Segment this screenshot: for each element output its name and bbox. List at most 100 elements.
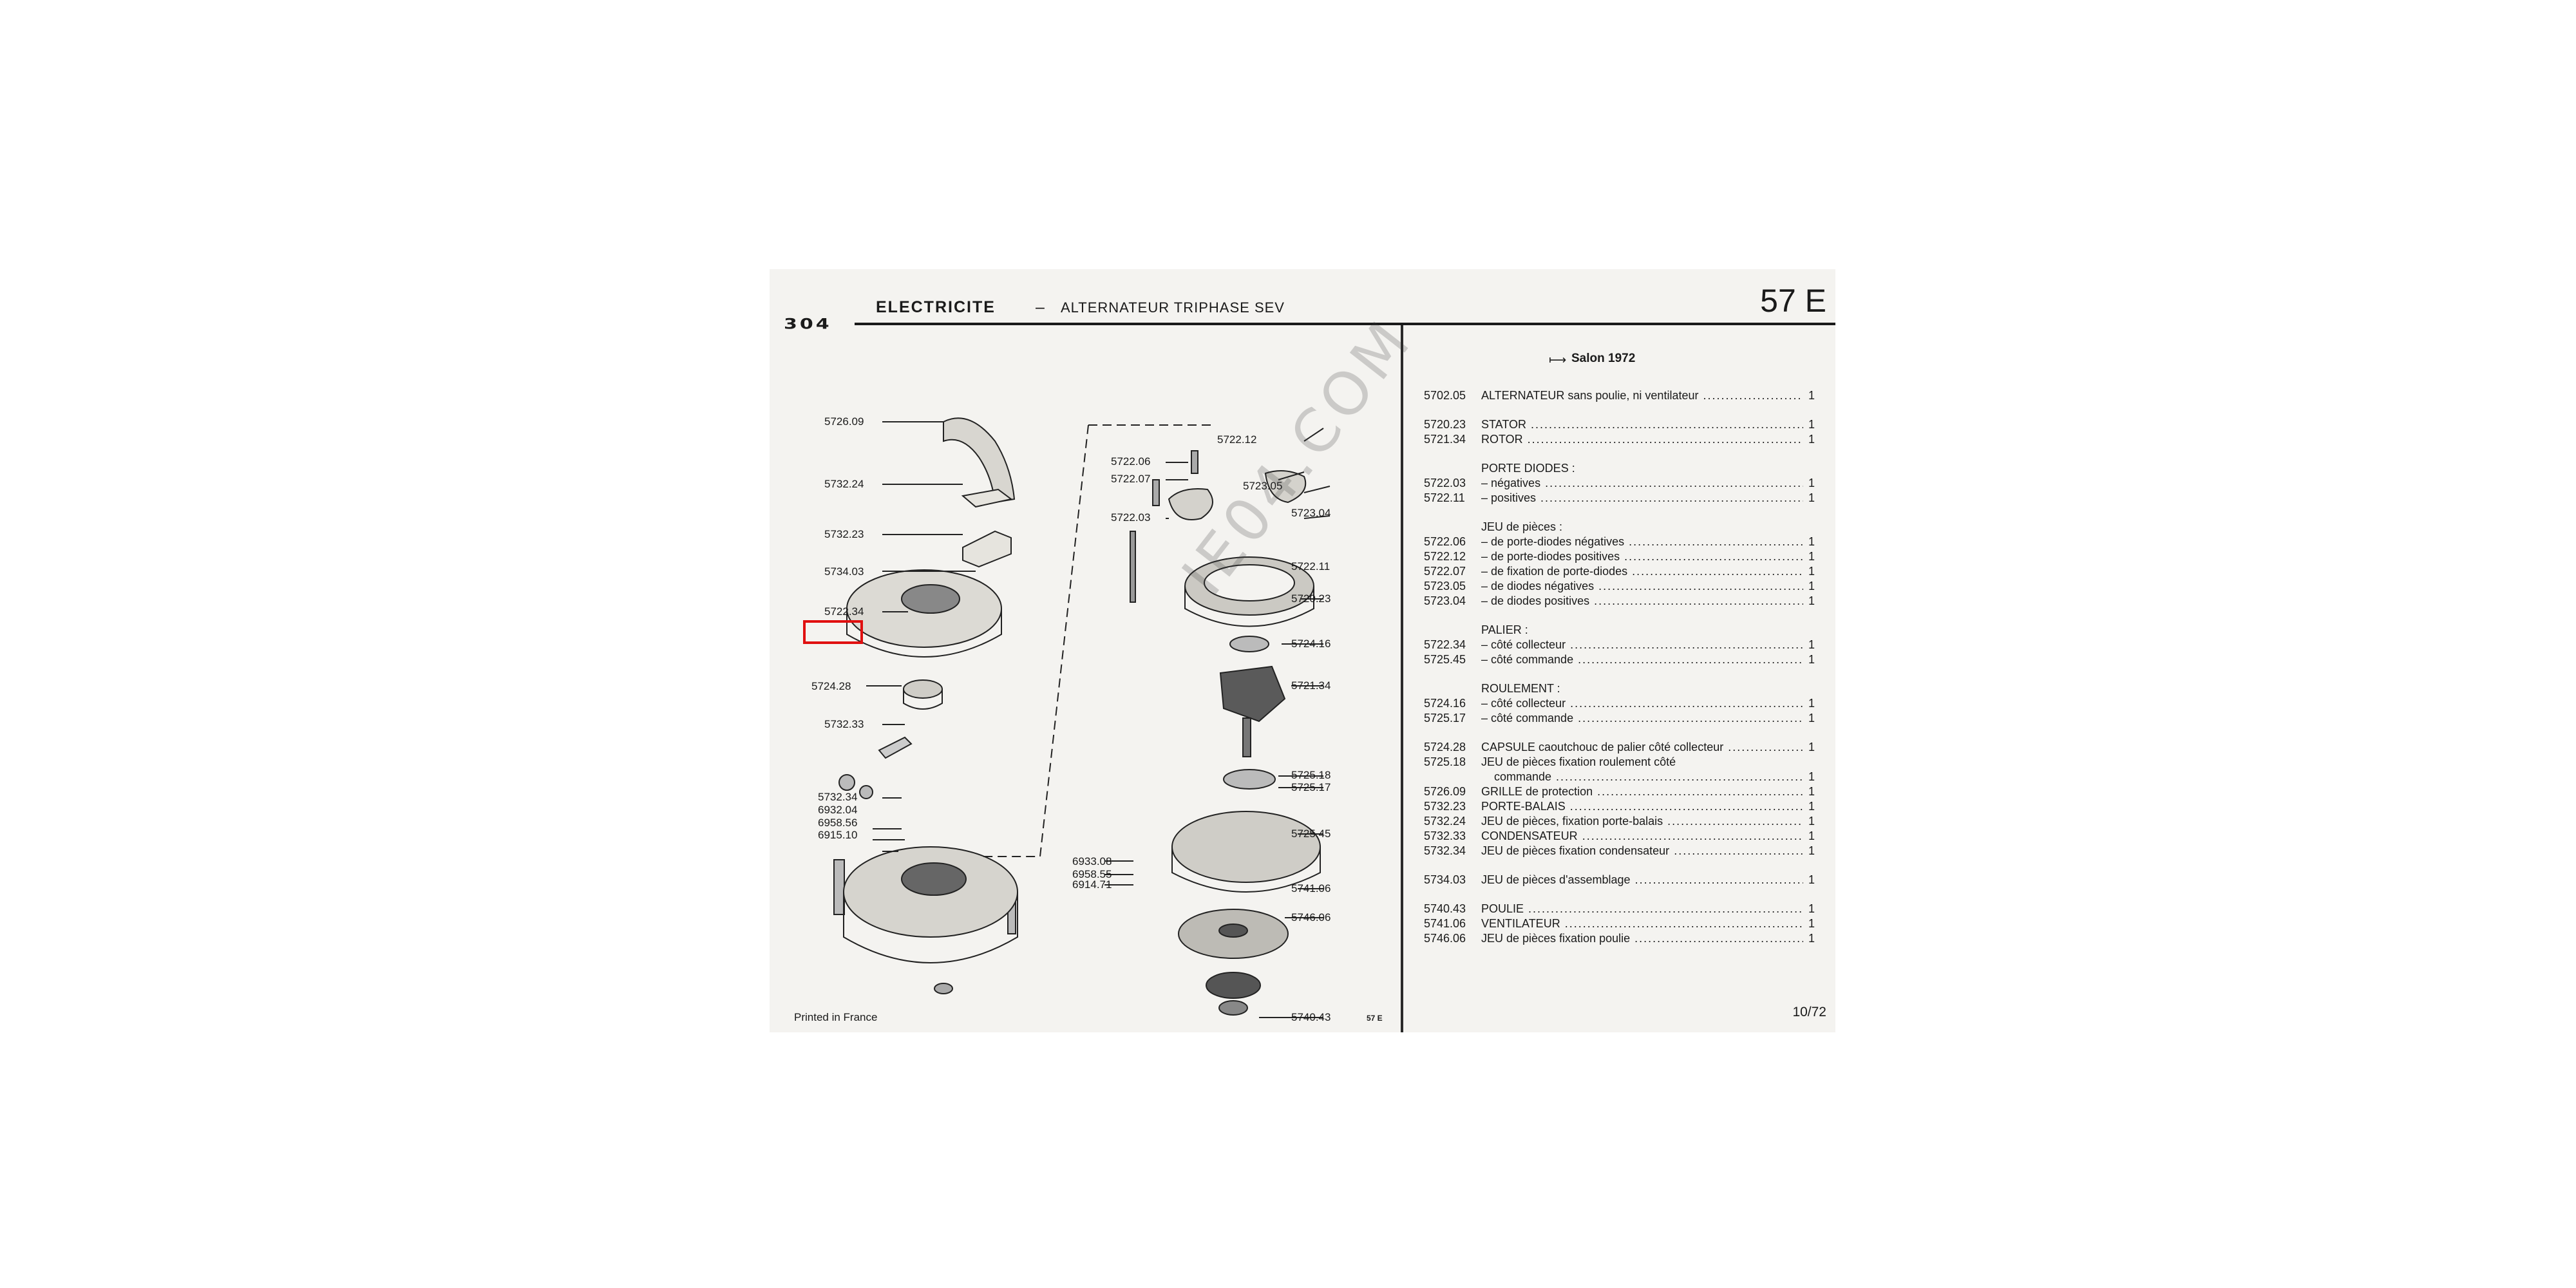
part-ref: 5741.06 — [1424, 917, 1466, 930]
parts-row: 5726.09 GRILLE de protection 1 — [1407, 784, 1829, 799]
part-quantity: 1 — [1808, 697, 1815, 710]
part-quantity: 1 — [1808, 770, 1815, 783]
part-description: JEU de pièces : — [1481, 520, 1563, 533]
part-quantity: 1 — [1808, 535, 1815, 548]
part-quantity: 1 — [1808, 932, 1815, 945]
part-quantity: 1 — [1808, 829, 1815, 842]
callout-5722-03: 5722.03 — [1111, 511, 1150, 524]
callout-5723-04: 5723.04 — [1291, 507, 1331, 519]
part-ref: 5722.34 — [1424, 638, 1466, 651]
part-description: ALTERNATEUR sans poulie, ni ventilateur — [1481, 388, 1803, 403]
page-code: 57 E — [1760, 283, 1826, 319]
part-quantity: 1 — [1808, 873, 1815, 886]
part-description: CAPSULE caoutchouc de palier côté collec… — [1481, 740, 1803, 755]
brand-logo: 304 — [784, 316, 832, 333]
part-ref: 5722.12 — [1424, 550, 1466, 563]
part-description: JEU de pièces fixation condensateur — [1481, 844, 1803, 858]
callout-5732-23: 5732.23 — [824, 528, 864, 540]
part-description: – négatives — [1481, 476, 1803, 491]
part-ref: 5722.11 — [1424, 491, 1465, 504]
part-description: STATOR — [1481, 417, 1803, 432]
part-ref: 5732.33 — [1424, 829, 1466, 842]
part-quantity: 1 — [1808, 418, 1815, 431]
callout-5725-17: 5725.17 — [1291, 781, 1331, 793]
part-ref: 5726.09 — [1424, 785, 1466, 798]
callout-5722-06: 5722.06 — [1111, 455, 1150, 468]
parts-row: 5722.12– de porte-diodes positives1 — [1407, 549, 1829, 564]
part-description: – côté commande — [1481, 652, 1803, 667]
part-description: JEU de pièces fixation roulement côté — [1481, 755, 1676, 768]
part-ref: 5734.03 — [1424, 873, 1466, 886]
part-ref: 5732.23 — [1424, 800, 1466, 813]
parts-row: 5724.16 – côté collecteur 1 — [1407, 696, 1829, 711]
part-quantity: 1 — [1808, 785, 1815, 798]
part-ref: 5746.06 — [1424, 932, 1466, 945]
parts-row: 5746.06 JEU de pièces fixation poulie 1 — [1407, 931, 1829, 946]
title-separator: – — [1036, 298, 1045, 316]
callout-5734-03: 5734.03 — [824, 565, 864, 578]
callout-5722-12: 5722.12 — [1217, 433, 1256, 446]
part-description: JEU de pièces, fixation porte-balais — [1481, 814, 1803, 829]
parts-row: 5723.04– de diodes positives1 — [1407, 594, 1829, 609]
callout-6932-04: 6932.04 — [818, 804, 857, 816]
column-divider — [1401, 325, 1403, 1032]
part-quantity: 1 — [1808, 917, 1815, 930]
part-ref: 5724.16 — [1424, 697, 1466, 710]
callout-5726-09: 5726.09 — [824, 415, 864, 428]
part-description: GRILLE de protection — [1481, 784, 1803, 799]
part-ref: 5725.45 — [1424, 653, 1466, 666]
parts-row: 5732.23 PORTE-BALAIS 1 — [1407, 799, 1829, 814]
callout-5732-33: 5732.33 — [824, 718, 864, 730]
part-description: – côté collecteur — [1481, 638, 1803, 652]
callout-5740-43: 5740.43 — [1291, 1011, 1331, 1023]
part-description: CONDENSATEUR — [1481, 829, 1803, 844]
part-description: – côté collecteur — [1481, 696, 1803, 711]
part-quantity: 1 — [1808, 712, 1815, 724]
part-description: JEU de pièces fixation poulie — [1481, 931, 1803, 946]
callout-5722-34: 5722.34 — [824, 605, 864, 618]
parts-row: 5722.06 – de porte-diodes négatives 1 — [1407, 535, 1829, 549]
parts-row: 5725.17– côté commande1 — [1407, 711, 1829, 726]
part-ref: 5732.24 — [1424, 815, 1466, 828]
callout-5725-18: 5725.18 — [1291, 769, 1331, 781]
part-quantity: 1 — [1808, 565, 1815, 578]
parts-row: 5723.05– de diodes négatives1 — [1407, 579, 1829, 594]
parts-row: 5721.34ROTOR1 — [1407, 432, 1829, 447]
exploded-diagram: 5726.09 5732.24 5732.23 5734.03 5722.34 … — [811, 415, 1331, 1023]
callout-5722-07: 5722.07 — [1111, 473, 1150, 485]
part-quantity: 1 — [1808, 844, 1815, 857]
part-description: commande — [1481, 770, 1803, 784]
parts-row: PORTE DIODES : — [1407, 461, 1829, 476]
callout-6914-71: 6914.71 — [1072, 878, 1112, 891]
part-description: PORTE-BALAIS — [1481, 799, 1803, 814]
part-ref: 5721.34 — [1424, 433, 1466, 446]
part-ref: 5725.18 — [1424, 755, 1466, 768]
part-description: – de diodes positives — [1481, 594, 1803, 609]
part-description: – de porte-diodes négatives — [1481, 535, 1803, 549]
parts-row: 5722.34 – côté collecteur 1 — [1407, 638, 1829, 652]
callout-5746-06: 5746.06 — [1291, 911, 1331, 923]
section-title: ELECTRICITE — [876, 298, 996, 316]
part-description: ROULEMENT : — [1481, 682, 1560, 695]
footer-code: 57 E — [1367, 1014, 1383, 1023]
part-ref: 5740.43 — [1424, 902, 1466, 915]
parts-row: 5725.45 – côté commande 1 — [1407, 652, 1829, 667]
part-quantity: 1 — [1808, 815, 1815, 828]
parts-row: PALIER : — [1407, 623, 1829, 638]
part-quantity: 1 — [1808, 550, 1815, 563]
part-description: VENTILATEUR — [1481, 916, 1803, 931]
arrow-icon: ⟼ — [1549, 354, 1567, 367]
part-description: – positives — [1481, 491, 1803, 506]
part-quantity: 1 — [1808, 800, 1815, 813]
callout-5720-23: 5720.23 — [1291, 592, 1331, 605]
part-quantity: 1 — [1808, 638, 1815, 651]
part-quantity: 1 — [1808, 653, 1815, 666]
part-ref: 5722.06 — [1424, 535, 1466, 548]
parts-row: 5722.03– négatives1 — [1407, 476, 1829, 491]
callout-6933-08: 6933.08 — [1072, 855, 1112, 867]
callout-5732-24: 5732.24 — [824, 478, 864, 490]
